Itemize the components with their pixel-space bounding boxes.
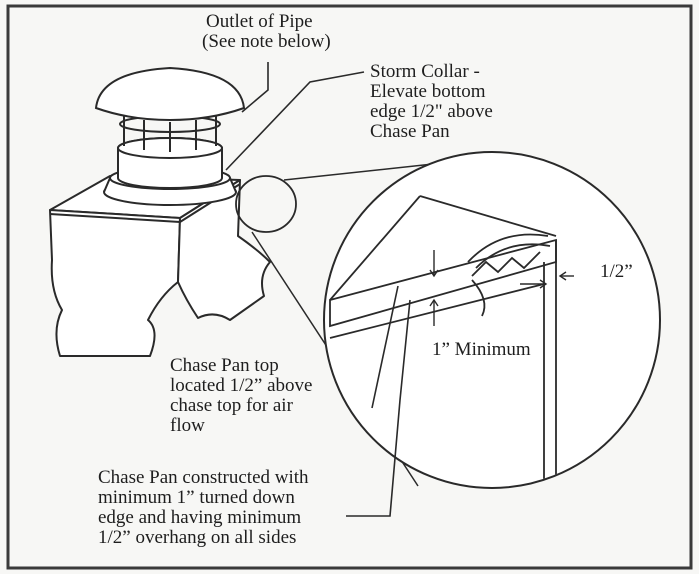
storm-collar-leader [225,71,365,171]
dome-cap-shape [94,66,246,122]
label-outlet-of-pipe: Outlet of Pipe (See note below) [202,11,331,52]
label-chase-pan-constructed: Chase Pan constructed with minimum 1” tu… [98,467,309,548]
label-chase-pan-top: Chase Pan top located 1/2” above chase t… [170,355,313,436]
frame-border [6,4,693,570]
label-one-inch-minimum: 1” Minimum [432,339,531,360]
chase-front-face [49,209,181,357]
label-storm-collar: Storm Collar - Elevate bottom edge 1/2" … [370,61,493,142]
detail-magnified [323,151,661,489]
detail-circle-large [323,151,661,489]
chase-pan-top-leader [371,285,399,409]
label-half-inch: 1/2” [600,261,633,282]
chase-right-face [177,179,271,321]
detail-circle-small [235,175,297,233]
outlet-leader [241,62,269,113]
chimney-cap [94,66,246,206]
chase-pan-constructed-leader [346,299,411,517]
